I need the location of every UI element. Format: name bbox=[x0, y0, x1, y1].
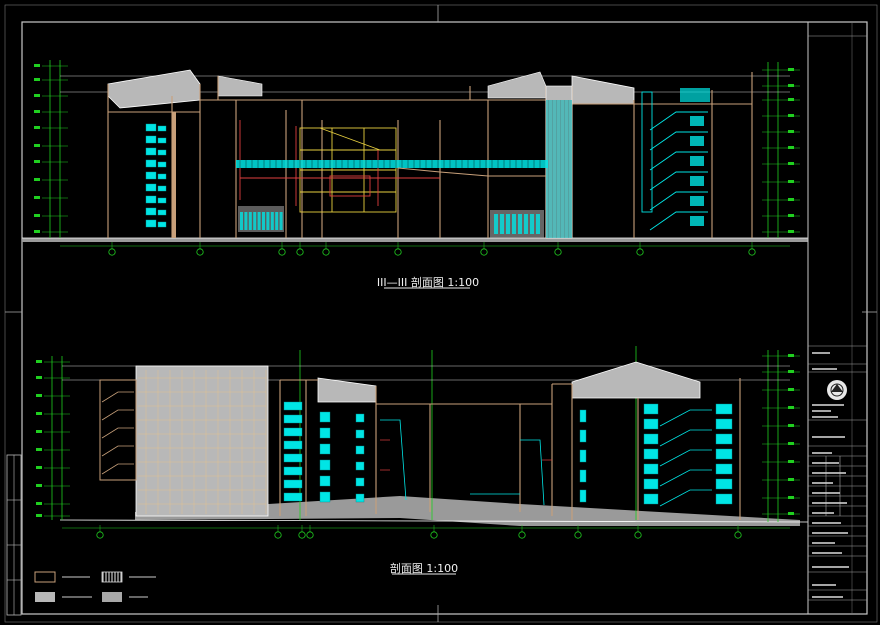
legend-swatch-gray bbox=[35, 592, 92, 602]
upper-section-drawing: III—III 剖面图 1:100 bbox=[22, 60, 808, 289]
upper-section-title: III—III 剖面图 1:100 bbox=[377, 275, 479, 289]
lower-section-drawing: 剖面图 1:100 bbox=[36, 346, 809, 575]
lower-section-title: 剖面图 1:100 bbox=[390, 561, 458, 575]
institute-seal-icon bbox=[827, 380, 847, 400]
sheet-frame bbox=[4, 4, 878, 623]
legend-swatch-outline bbox=[34, 571, 90, 583]
legend-swatch-light bbox=[102, 592, 148, 602]
legend-swatch-hatch bbox=[101, 571, 156, 583]
title-block bbox=[807, 22, 867, 614]
legend bbox=[34, 571, 156, 602]
